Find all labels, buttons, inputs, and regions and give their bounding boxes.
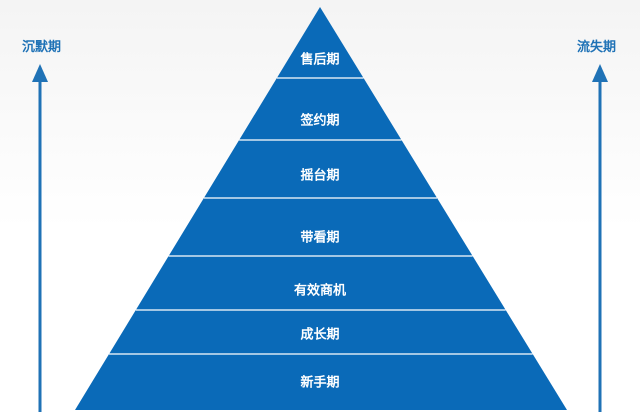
level-label: 新手期 [300, 375, 339, 391]
level-label: 摇台期 [300, 168, 339, 184]
level-label: 成长期 [300, 327, 339, 343]
right-axis-label: 流失期 [577, 40, 617, 55]
right-arrow-head [592, 64, 608, 82]
left-arrow-head [32, 64, 48, 82]
level-label: 签约期 [299, 113, 339, 129]
left-axis-label: 沉默期 [22, 40, 62, 55]
level-label: 带看期 [300, 230, 339, 246]
level-label: 售后期 [300, 52, 339, 68]
pyramid-triangle [75, 7, 567, 410]
level-label: 有效商机 [294, 283, 346, 299]
